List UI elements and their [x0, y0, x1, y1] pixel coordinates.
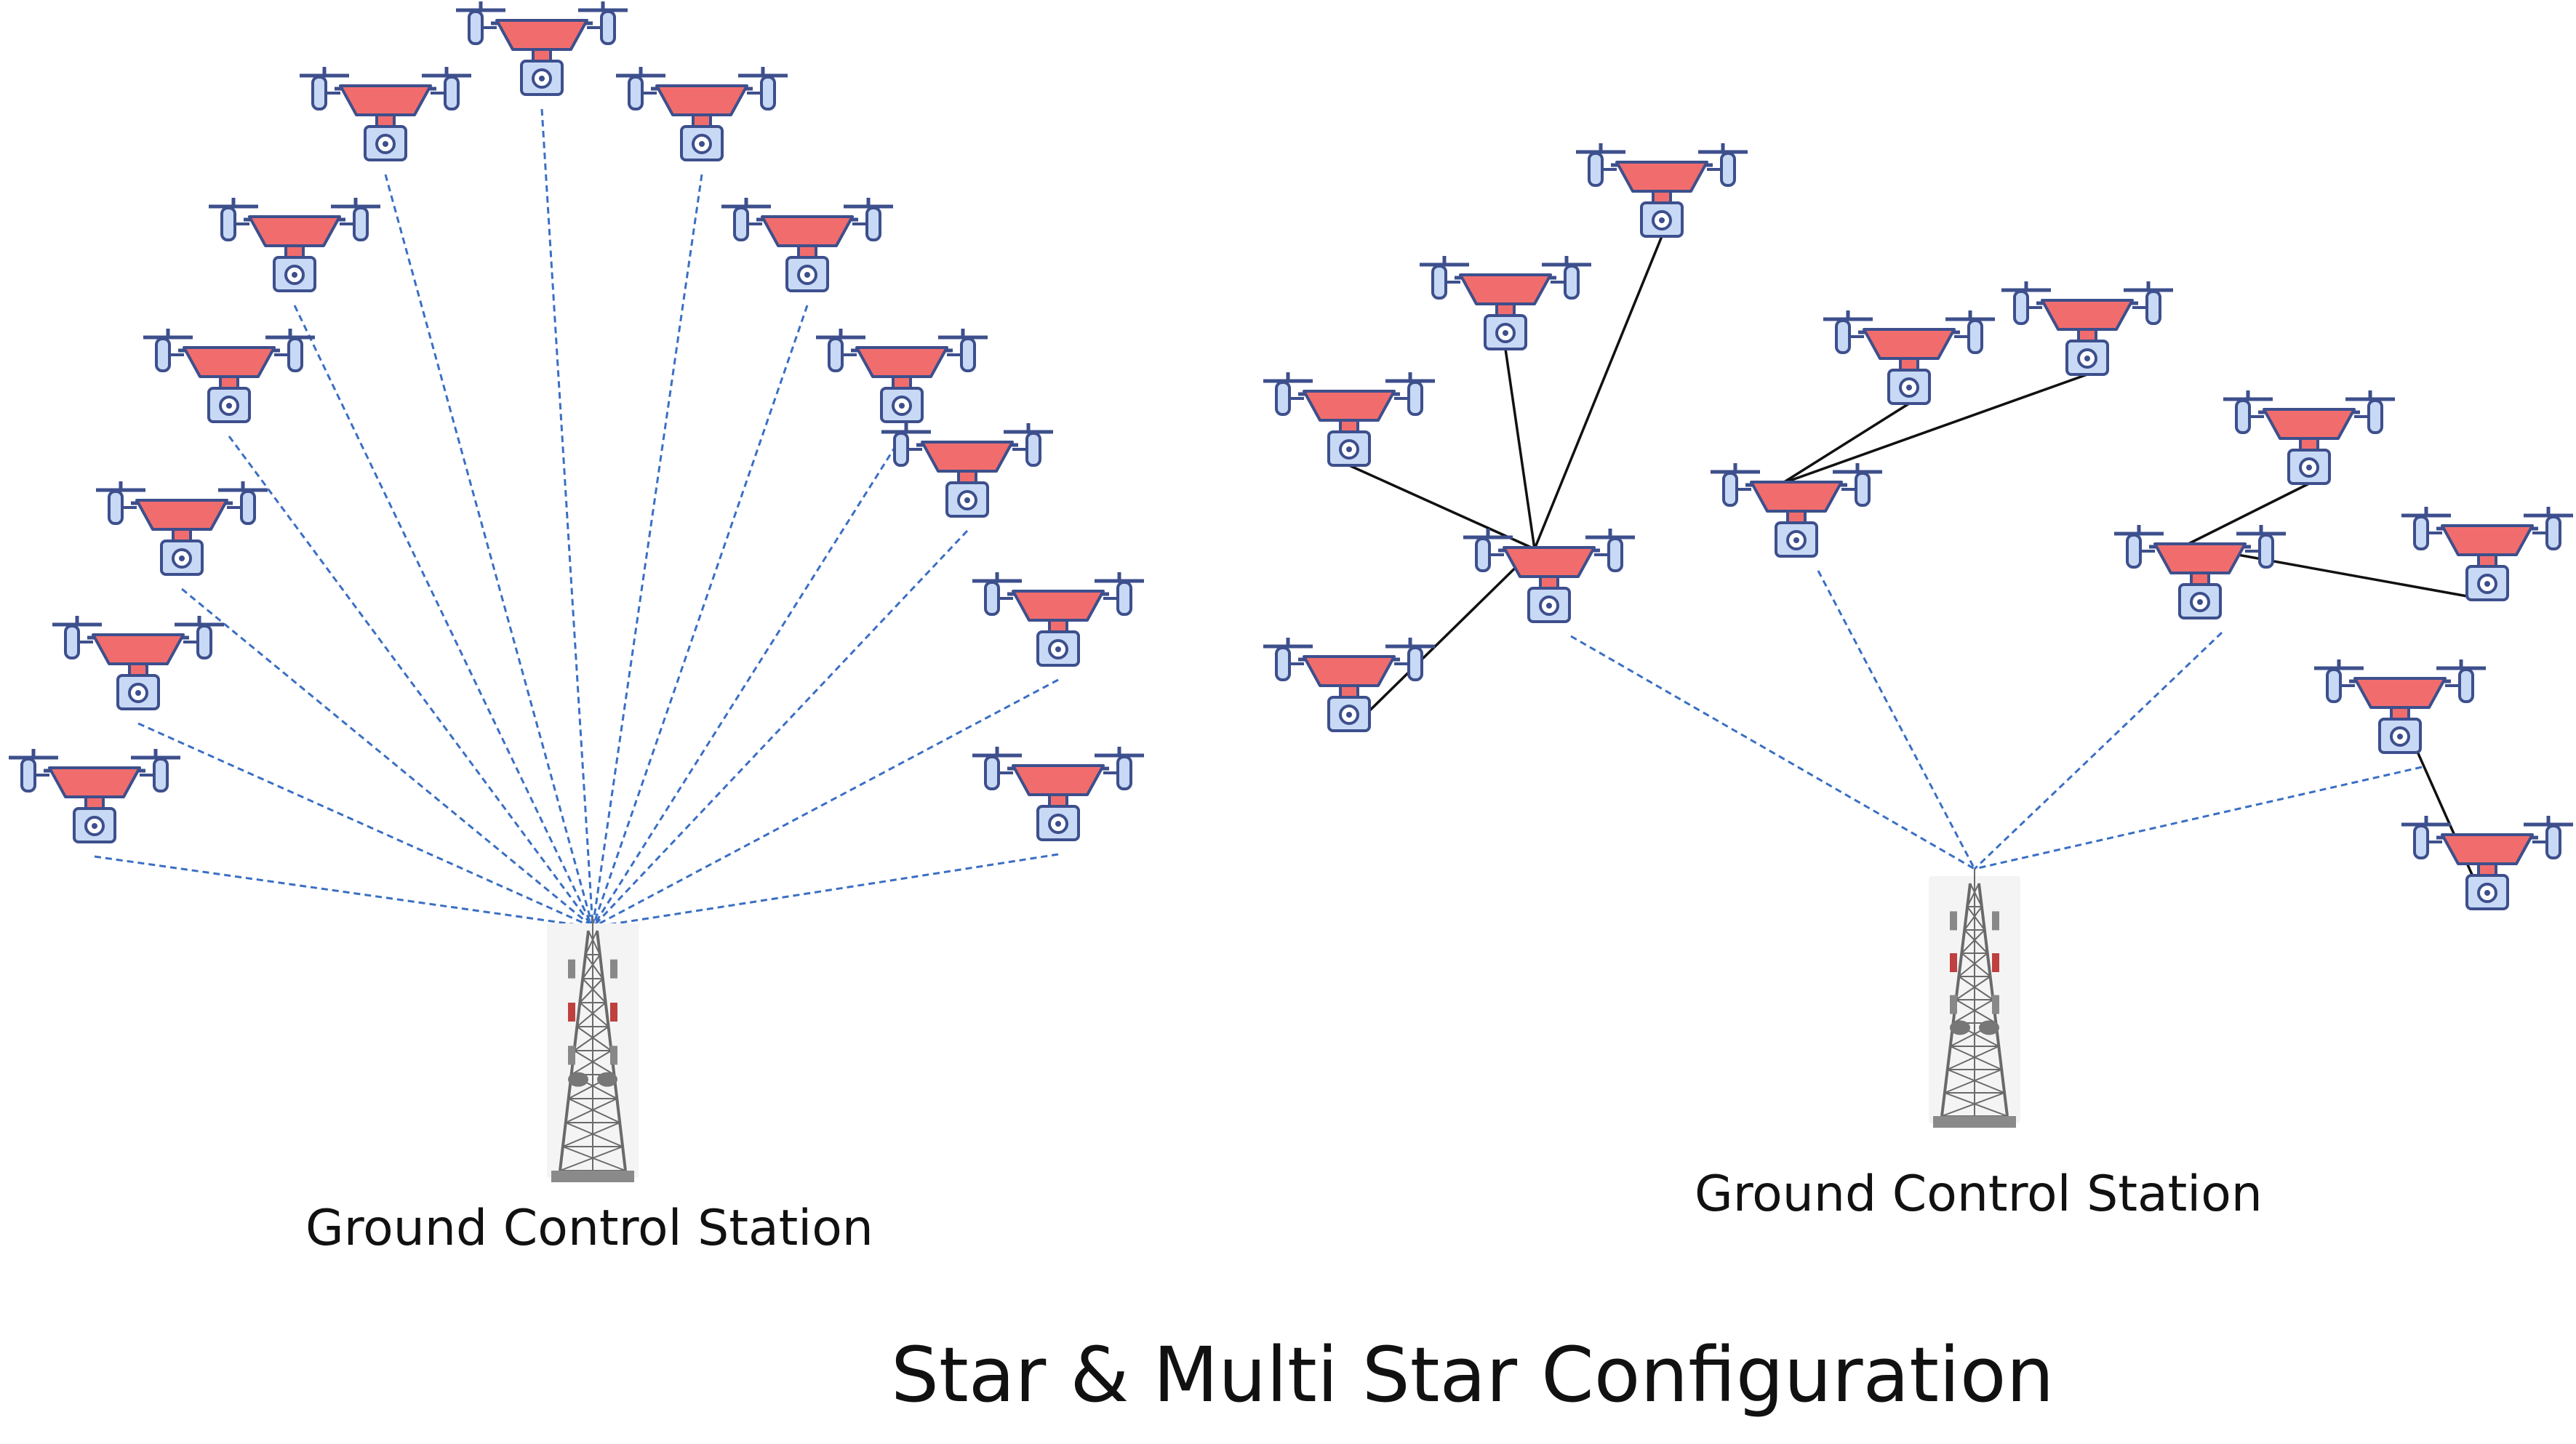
camera-icon [1327, 430, 1371, 467]
wireless-link [1974, 766, 2423, 870]
drone-icon [209, 198, 380, 292]
wired-link [1504, 348, 1536, 550]
wireless-link [181, 587, 593, 928]
wireless-link [1570, 635, 1975, 870]
camera-icon [2287, 449, 2331, 485]
wireless-link [592, 678, 1059, 928]
drone-icon [96, 481, 268, 576]
wired-link [1781, 402, 1910, 485]
camera-icon [1327, 696, 1371, 732]
wireless-link [591, 305, 809, 928]
drone-icon [972, 572, 1144, 667]
camera-icon [1775, 521, 1818, 558]
camera-icon [2178, 583, 2222, 619]
drone-icon [721, 198, 893, 292]
drone-icon [143, 329, 315, 423]
drone-icon [2401, 816, 2573, 910]
drone-icon [9, 749, 180, 843]
camera-icon [2465, 565, 2509, 601]
camera-icon [2465, 874, 2509, 910]
camera-icon [273, 256, 316, 292]
left-ground-station-label: Ground Control Station [305, 1200, 873, 1257]
wired-link [2185, 482, 2310, 547]
wired-link [1781, 373, 2088, 485]
drone-icon [52, 616, 224, 710]
camera-icon [880, 387, 924, 423]
drone-icon [1463, 529, 1635, 623]
wired-link [1348, 547, 1536, 732]
camera-icon [2378, 718, 2422, 754]
right-ground-station-label: Ground Control Station [1695, 1166, 2263, 1223]
camera-icon [73, 807, 116, 843]
camera-icon [207, 387, 251, 423]
camera-icon [945, 481, 989, 518]
camera-icon [1640, 201, 1684, 238]
camera-icon [680, 125, 724, 161]
wireless-link [1817, 570, 1976, 870]
camera-icon [520, 60, 564, 96]
wireless-link [228, 436, 594, 928]
drone-icon [1711, 463, 1882, 558]
drone-icon [1576, 143, 1748, 238]
diagram-title: Star & Multi Star Configuration [891, 1331, 2055, 1419]
drone-icon [1823, 310, 1995, 405]
drone-icon [1263, 372, 1435, 467]
camera-icon [785, 256, 829, 292]
wireless-link [293, 305, 594, 928]
camera-icon [1484, 314, 1527, 350]
drone-icon [616, 67, 788, 161]
drone-icon [2401, 507, 2573, 601]
wireless-link [1973, 631, 2223, 870]
drone-icon [2001, 281, 2173, 376]
wireless-link [137, 722, 593, 928]
wireless-link [591, 174, 703, 928]
links-layer [94, 108, 2489, 928]
camera-icon [160, 540, 204, 576]
camera-icon [1036, 630, 1080, 667]
wireless-link [592, 853, 1059, 928]
camera-icon [116, 674, 160, 710]
camera-icon [2065, 340, 2109, 376]
wireless-link [384, 174, 594, 928]
drone-icon [2223, 390, 2395, 485]
drone-icon [2114, 525, 2286, 619]
wireless-link [591, 529, 969, 928]
wireless-link [591, 436, 903, 928]
camera-icon [364, 125, 407, 161]
drone-icon [456, 1, 628, 96]
tower-icon [1929, 869, 2020, 1128]
drone-icon [2314, 659, 2486, 754]
camera-icon [1036, 805, 1080, 841]
drone-icon [816, 329, 988, 423]
drone-icon [1263, 638, 1435, 732]
tower-icon [547, 916, 639, 1182]
wired-link [1348, 464, 1535, 550]
camera-icon [1527, 587, 1571, 623]
drone-icon [1420, 256, 1591, 350]
camera-icon [1887, 369, 1931, 405]
drone-icon [972, 747, 1144, 841]
wireless-link [94, 855, 593, 928]
drone-icon [300, 67, 471, 161]
wired-link [1533, 236, 1663, 550]
wireless-link [540, 108, 594, 928]
drone-icon [881, 423, 1053, 518]
